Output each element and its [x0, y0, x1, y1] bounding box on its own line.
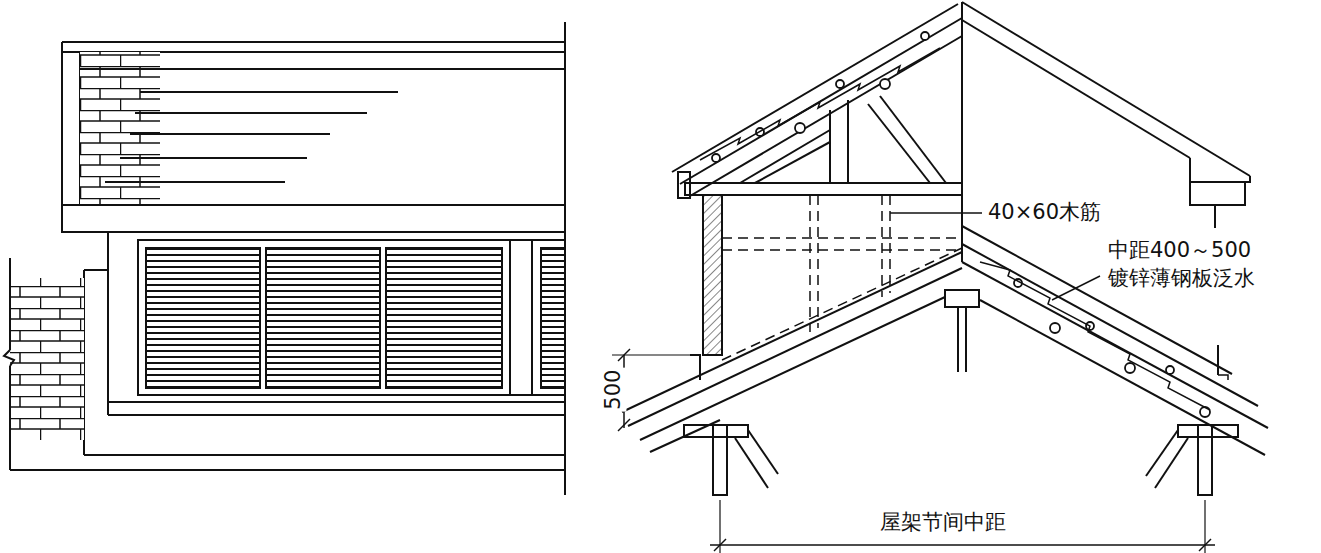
callout-label: 40×60木筋: [986, 200, 1103, 225]
callout-label: 中距400～500: [1106, 238, 1253, 263]
dimension-label: 500: [601, 368, 626, 412]
dormer-elevation: [4, 22, 565, 495]
dimension-label: 屋架节间中距: [878, 510, 1008, 535]
callout-label: 镀锌薄钢板泛水: [1106, 266, 1257, 291]
dormer-section: [612, 2, 1268, 553]
